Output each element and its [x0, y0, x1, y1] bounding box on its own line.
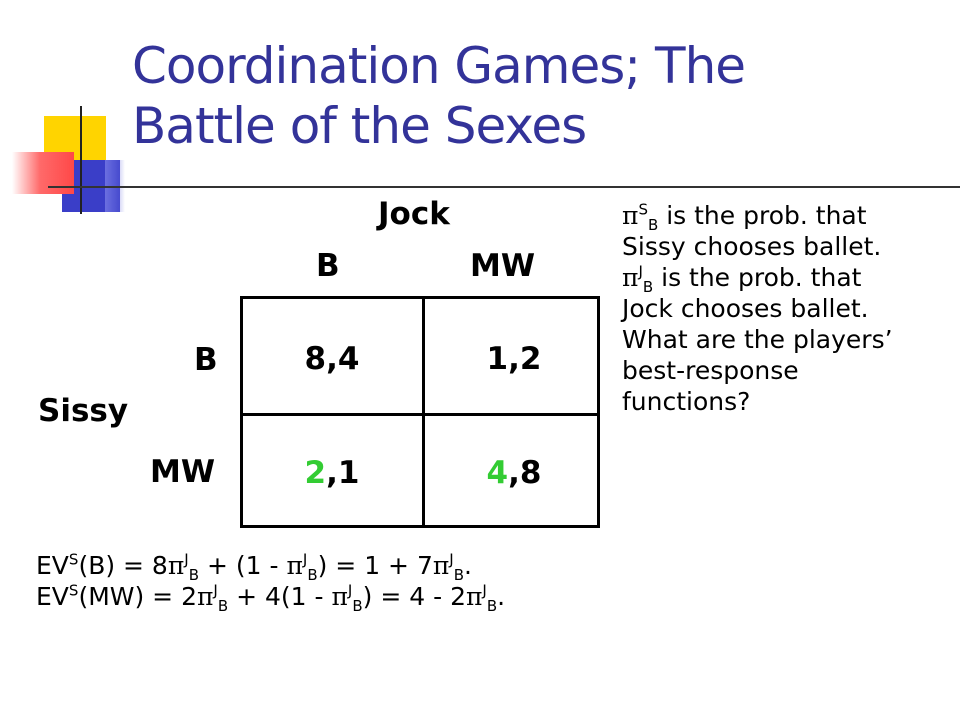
payoff-sissy: 1	[486, 341, 509, 377]
pi-symbol: π	[432, 551, 450, 580]
payoff-separator: ,	[508, 341, 520, 377]
pi-symbol: π	[622, 263, 639, 292]
subscript-b: B	[307, 566, 318, 584]
subscript-b: B	[486, 597, 498, 615]
note-line-2: Sissy chooses ballet.	[622, 232, 882, 261]
superscript-j: J	[638, 262, 643, 281]
superscript-j: J	[347, 581, 353, 600]
pi-symbol: π	[622, 201, 639, 230]
subscript-b: B	[453, 566, 465, 584]
note-text: is the prob. that	[653, 263, 862, 292]
note-line-5: What are the players’	[622, 325, 893, 354]
equations: EVS(B) = 8πJB + (1 - πJB) = 1 + 7πJB. EV…	[36, 550, 936, 615]
eq-text: + 4(1 -	[228, 582, 332, 611]
payoff-jock: 4	[337, 341, 360, 377]
note-line-3: πJB is the prob. that	[622, 262, 952, 296]
superscript-s: S	[68, 581, 79, 600]
payoff-cell-b-b: 8,4	[243, 341, 421, 377]
subscript-b: B	[642, 278, 654, 296]
pi-symbol: π	[196, 582, 214, 611]
row-player-label: Sissy	[38, 393, 129, 429]
superscript-j: J	[482, 581, 487, 600]
superscript-s: S	[68, 550, 79, 569]
title-underline	[48, 186, 960, 188]
note-line-1: πSB is the prob. that	[622, 200, 952, 234]
ev-label: EV	[36, 582, 69, 611]
eq-text: ) = 4 - 2	[362, 582, 466, 611]
payoff-cell-mw-mw: 4,8	[425, 455, 603, 491]
eq-text: .	[497, 582, 506, 611]
eq-text: .	[464, 551, 472, 580]
superscript-j: J	[302, 550, 308, 569]
subscript-b: B	[217, 597, 229, 615]
subscript-b: B	[647, 216, 659, 234]
superscript-j: J	[184, 550, 189, 569]
payoff-jock: 2	[519, 341, 542, 377]
payoff-sissy: 8	[304, 341, 327, 377]
subscript-b: B	[352, 597, 363, 615]
note-line-7: functions?	[622, 387, 751, 416]
pi-symbol: π	[465, 582, 483, 611]
equation-2: EVS(MW) = 2πJB + 4(1 - πJB) = 4 - 2πJB.	[36, 581, 936, 615]
payoff-jock: 1	[337, 455, 360, 491]
matrix-vertical-divider	[422, 299, 425, 525]
pi-symbol: π	[286, 551, 303, 580]
column-player-label: Jock	[378, 196, 450, 232]
note-line-4: Jock chooses ballet.	[622, 294, 869, 323]
payoff-jock: 8	[519, 455, 542, 491]
equation-1: EVS(B) = 8πJB + (1 - πJB) = 1 + 7πJB.	[36, 550, 936, 584]
eq-text: ) = 1 + 7	[317, 551, 433, 580]
pi-symbol: π	[167, 551, 185, 580]
payoff-matrix: 8,4 1,2 2,1 4,8	[240, 296, 600, 528]
superscript-j: J	[213, 581, 218, 600]
slide-title: Coordination Games; The Battle of the Se…	[132, 36, 932, 156]
payoff-separator: ,	[326, 341, 338, 377]
payoff-sissy-highlighted: 4	[486, 455, 509, 491]
row-strategy-b: B	[194, 342, 218, 378]
payoff-separator: ,	[508, 455, 520, 491]
payoff-separator: ,	[326, 455, 338, 491]
note-line-6: best-response	[622, 356, 799, 385]
column-strategy-mw: MW	[470, 248, 536, 284]
title-line-2: Battle of the Sexes	[132, 97, 587, 155]
eq-text: + (1 -	[199, 551, 287, 580]
subscript-b: B	[188, 566, 200, 584]
decorative-vertical-line	[80, 106, 82, 214]
superscript-s: S	[638, 200, 648, 219]
column-strategy-b: B	[316, 248, 340, 284]
payoff-sissy-highlighted: 2	[304, 455, 327, 491]
note-text: is the prob. that	[658, 201, 867, 230]
title-line-1: Coordination Games; The	[132, 37, 746, 95]
payoff-cell-b-mw: 1,2	[425, 341, 603, 377]
payoff-cell-mw-b: 2,1	[243, 455, 421, 491]
eq-text: (B) = 8	[78, 551, 168, 580]
superscript-j: J	[449, 550, 454, 569]
pi-symbol: π	[331, 582, 348, 611]
eq-text: (MW) = 2	[78, 582, 197, 611]
row-strategy-mw: MW	[150, 454, 216, 490]
side-notes: πSB is the prob. that Sissy chooses ball…	[622, 200, 952, 417]
matrix-horizontal-divider	[243, 413, 597, 416]
ev-label: EV	[36, 551, 69, 580]
